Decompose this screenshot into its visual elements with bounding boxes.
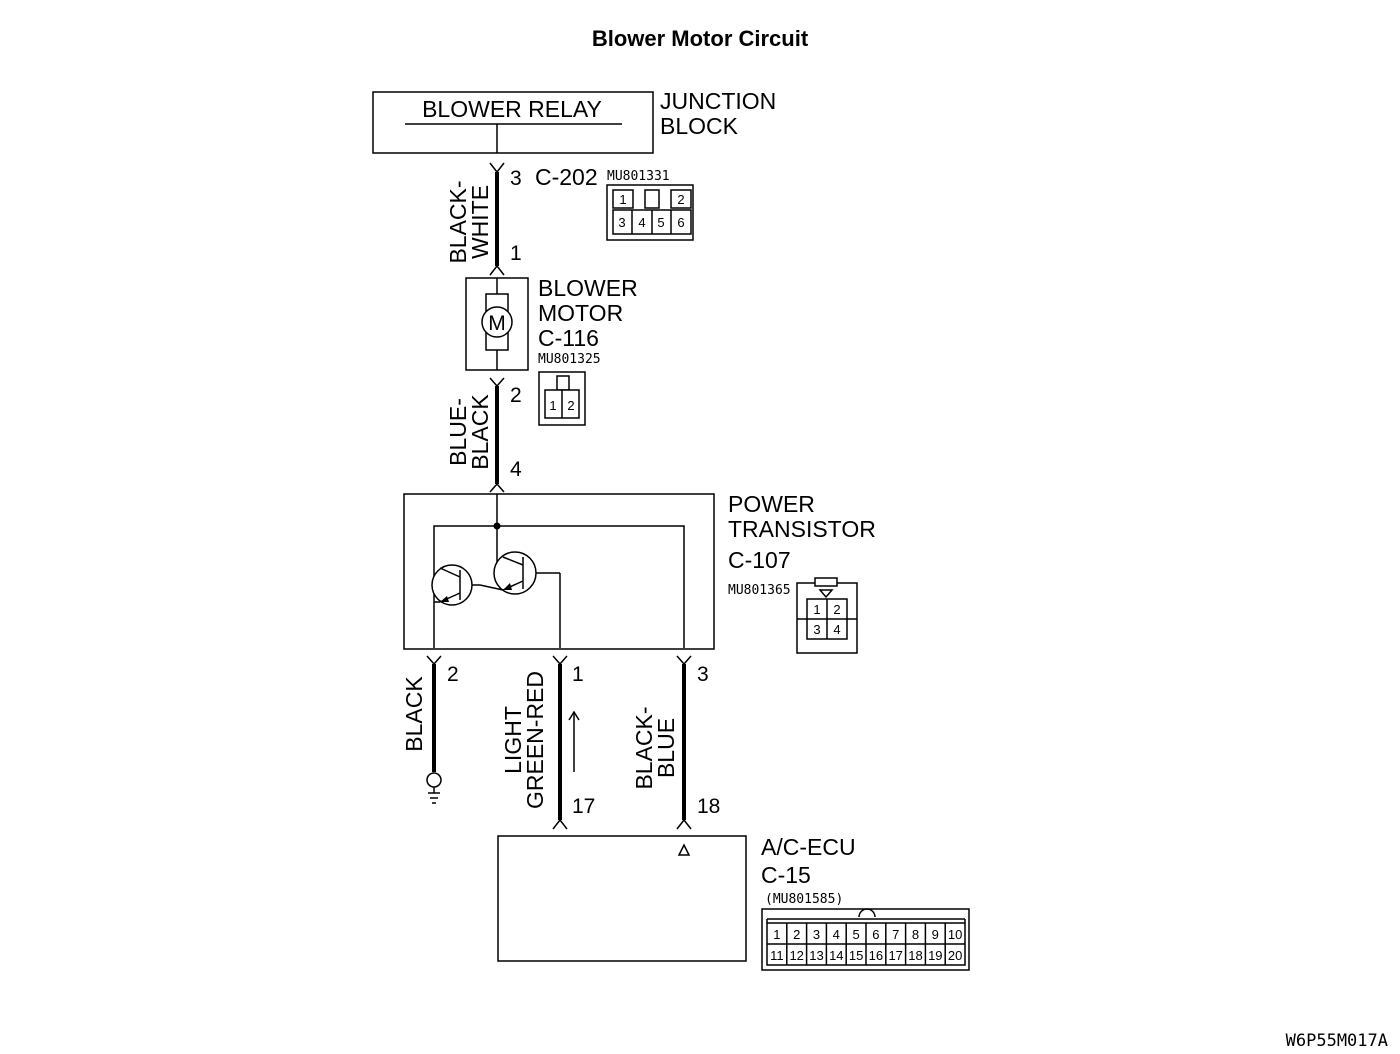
c15-cell-8: 8 (912, 927, 919, 942)
c202-connector-name: C-202 (535, 164, 598, 190)
power-transistor-pin-1: 1 (572, 663, 584, 686)
c107-cell-1: 1 (813, 602, 820, 617)
c15-cell-3: 3 (813, 927, 820, 942)
pt-q-link (479, 584, 504, 591)
power-transistor-label-line1: POWER (728, 491, 815, 517)
c202-cell-6: 6 (677, 215, 684, 230)
ground-symbol (426, 772, 442, 804)
c15-cell-4: 4 (833, 927, 840, 942)
motor-symbol-letter: M (488, 312, 506, 335)
wire-label-black-white-line1: BLACK- (445, 180, 471, 263)
blower-motor-pin-2: 2 (510, 384, 522, 407)
wire-label-black-blue-line1: BLACK- (631, 706, 657, 789)
blower-motor-label-line1: BLOWER (538, 275, 638, 301)
power-transistor-pin-2: 2 (447, 663, 459, 686)
connector-mark-c107-pin2 (426, 655, 442, 666)
wire-label-blue-black-line1: BLUE- (445, 398, 471, 466)
c116-connector-name: C-116 (538, 325, 599, 351)
ac-ecu-pin-17: 17 (572, 795, 595, 818)
c15-connector-name: C-15 (761, 862, 811, 888)
c15-cell-5: 5 (852, 927, 859, 942)
c15-cell-9: 9 (932, 927, 939, 942)
wire-label-light-green-red-line1: LIGHT (500, 706, 526, 774)
c15-cell-10: 10 (948, 927, 962, 942)
c15-cell-1: 1 (773, 927, 780, 942)
blower-motor-pin-1: 1 (510, 242, 522, 265)
power-transistor-pin-3: 3 (697, 663, 709, 686)
c107-cell-4: 4 (833, 622, 840, 637)
c15-cell-19: 19 (928, 948, 942, 963)
junction-block-label-line2: BLOCK (660, 113, 739, 139)
wire-label-black-white-line2: WHITE (467, 185, 493, 259)
c107-connector-name: C-107 (728, 547, 791, 573)
transistor-q2 (493, 551, 560, 595)
c15-part-number: (MU801585) (765, 892, 843, 907)
c116-connector-face: 1 2 (538, 371, 586, 426)
wire-label-black: BLACK (401, 676, 427, 752)
ac-ecu-label: A/C-ECU (761, 834, 856, 860)
c15-cell-6: 6 (872, 927, 879, 942)
c202-cell-1: 1 (619, 192, 626, 207)
connector-mark-c107-top (489, 482, 505, 493)
wire-label-light-green-red-line2: GREEN-RED (522, 671, 548, 809)
c15-cell-17: 17 (888, 948, 902, 963)
connector-mark-c107-pin1 (552, 655, 568, 666)
c107-connector-face: 1 2 3 4 (796, 577, 858, 654)
ac-ecu-box (497, 835, 747, 962)
c202-pin-3: 3 (510, 167, 522, 190)
connector-mark-c15-pin17 (552, 818, 568, 830)
c202-cell-2: 2 (677, 192, 684, 207)
c15-cell-20: 20 (948, 948, 962, 963)
ecu-triangle-marker (677, 843, 691, 856)
c15-cell-13: 13 (809, 948, 823, 963)
c107-part-number: MU801365 (728, 583, 791, 598)
c15-cell-18: 18 (908, 948, 922, 963)
connector-mark-c202-female (489, 162, 505, 174)
connector-mark-c116-top (489, 264, 505, 276)
blower-relay-label: BLOWER RELAY (422, 96, 602, 122)
wire-label-blue-black-line2: BLACK (467, 394, 493, 470)
transistor-q1 (431, 564, 480, 606)
c15-cell-12: 12 (789, 948, 803, 963)
c202-connector-face: 1 2 3 4 5 6 (606, 184, 694, 241)
connector-mark-c15-pin18 (676, 818, 692, 830)
c15-cell-11: 11 (770, 948, 784, 963)
c15-cell-15: 15 (849, 948, 863, 963)
c202-cell-4: 4 (638, 215, 645, 230)
power-transistor-label-line2: TRANSISTOR (728, 516, 876, 542)
blower-motor-label-line2: MOTOR (538, 300, 623, 326)
c116-part-number: MU801325 (538, 352, 601, 367)
c202-part-number: MU801331 (607, 169, 670, 184)
junction-block-label-line1: JUNCTION (660, 88, 776, 114)
c202-cell-5: 5 (657, 215, 664, 230)
junction-block-box (372, 91, 654, 154)
connector-mark-c116-bottom (489, 377, 505, 388)
c116-cell-1: 1 (549, 398, 556, 413)
c15-cell-16: 16 (869, 948, 883, 963)
c15-cell-14: 14 (829, 948, 843, 963)
c15-cell-2: 2 (793, 927, 800, 942)
motor-symbol (481, 306, 513, 338)
c15-cell-7: 7 (892, 927, 899, 942)
connector-mark-c107-pin3 (676, 655, 692, 666)
signal-direction-arrow (568, 710, 580, 772)
wire-label-black-blue-line2: BLUE (653, 718, 679, 778)
figure-code: W6P55M017A (1286, 1031, 1388, 1051)
ac-ecu-pin-18: 18 (697, 795, 720, 818)
c107-cell-3: 3 (813, 622, 820, 637)
c202-cell-3: 3 (618, 215, 625, 230)
c116-cell-2: 2 (567, 398, 574, 413)
c107-cell-2: 2 (833, 602, 840, 617)
diagram-title: Blower Motor Circuit (592, 26, 809, 51)
power-transistor-pin-4: 4 (510, 458, 522, 481)
